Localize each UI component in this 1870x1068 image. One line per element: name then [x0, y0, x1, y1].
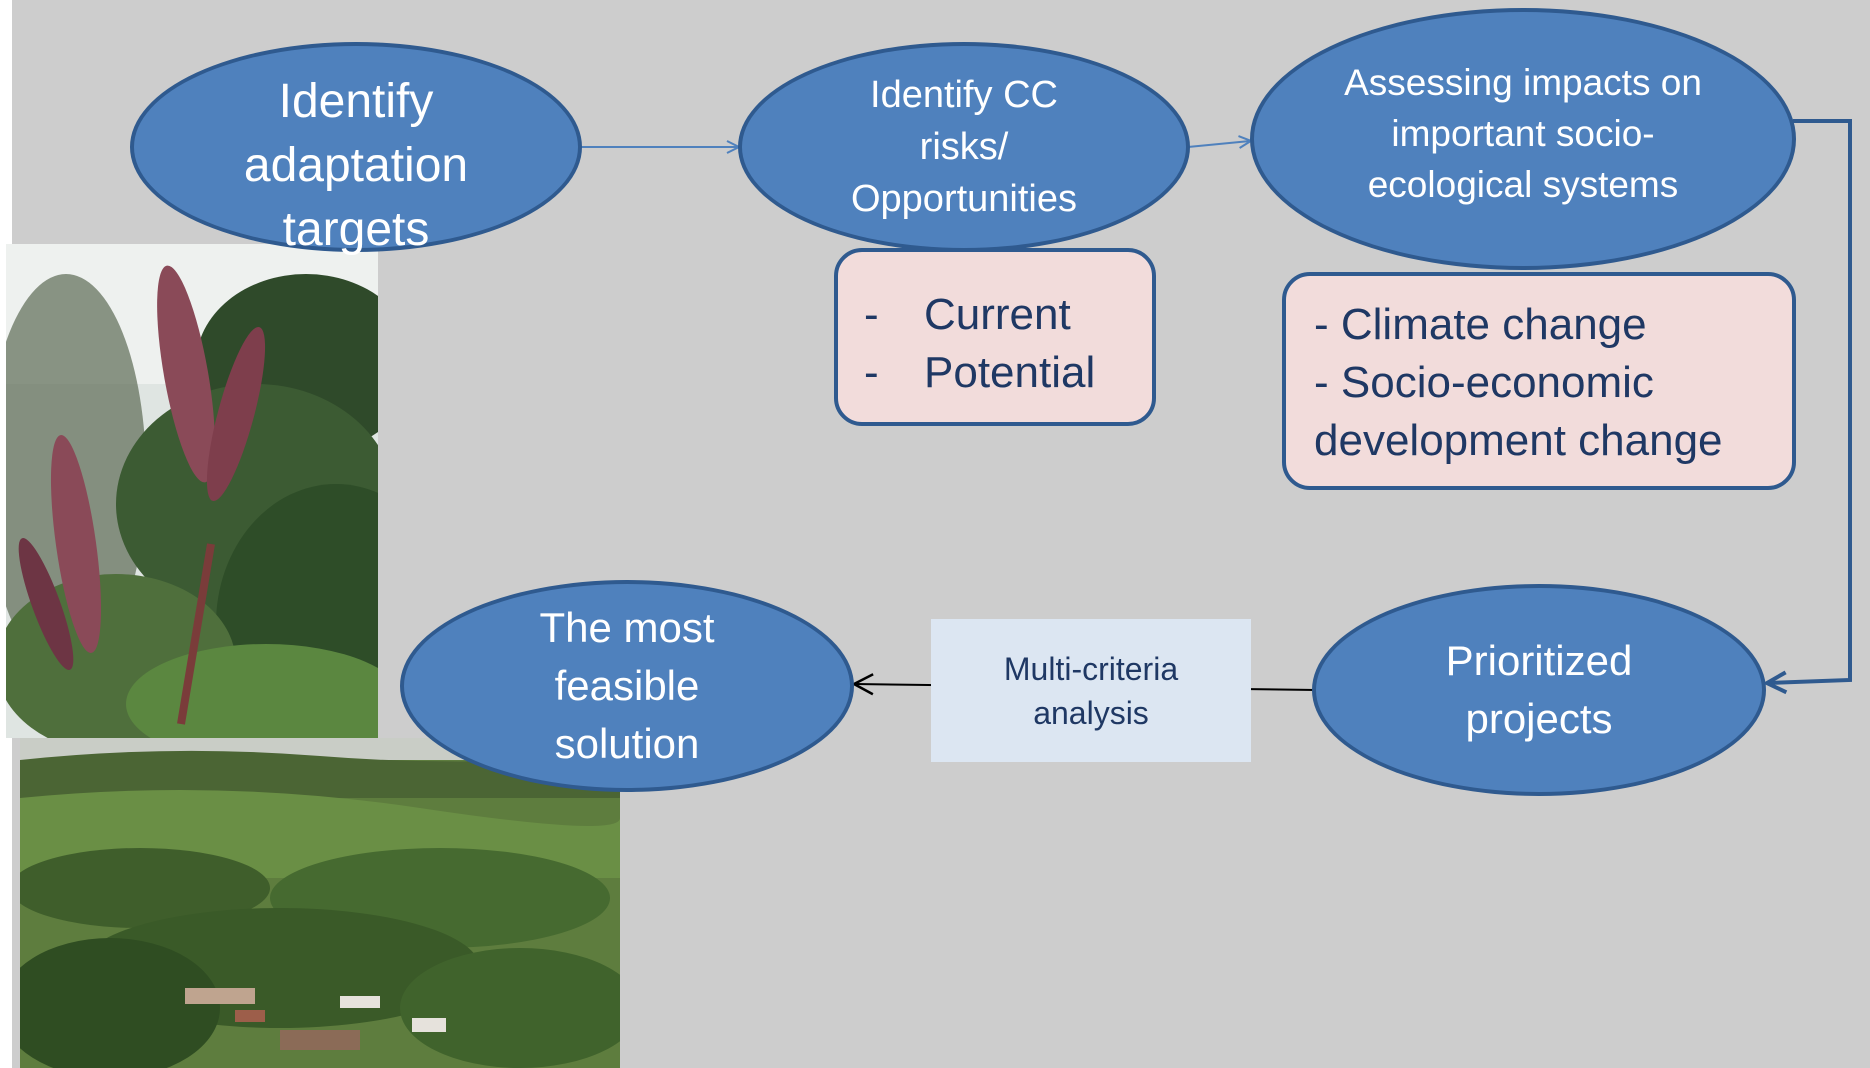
bullet-socio-economic-change: - Socio-economic development change — [1314, 358, 1723, 465]
cc-timeframe-box: - Current - Potential — [834, 248, 1156, 426]
identify-adaptation-targets-node: Identify adaptation targets — [130, 42, 582, 256]
multi-criteria-analysis-label: Multi-criteria analysis — [931, 619, 1251, 762]
change-drivers-box: - Climate change - Socio-economic develo… — [1282, 272, 1796, 490]
identify-cc-risks-node: Identify CC risks/ Opportunities — [738, 42, 1190, 252]
plant-leaves-photo — [6, 244, 378, 738]
village-landscape-photo — [20, 738, 620, 1068]
assessing-impacts-node: Assessing impacts on important socio-eco… — [1250, 8, 1796, 270]
prioritized-projects-node: Prioritized projects — [1312, 584, 1766, 796]
bullet-potential: - Potential — [864, 348, 1096, 397]
bullet-climate-change: - Climate change — [1314, 300, 1647, 349]
arrow-cc-to-impacts — [1187, 141, 1250, 147]
most-feasible-solution-node: The most feasible solution — [400, 580, 854, 792]
bullet-current: - Current — [864, 290, 1071, 339]
arrow-impacts-to-prioritized — [1768, 119, 1852, 683]
